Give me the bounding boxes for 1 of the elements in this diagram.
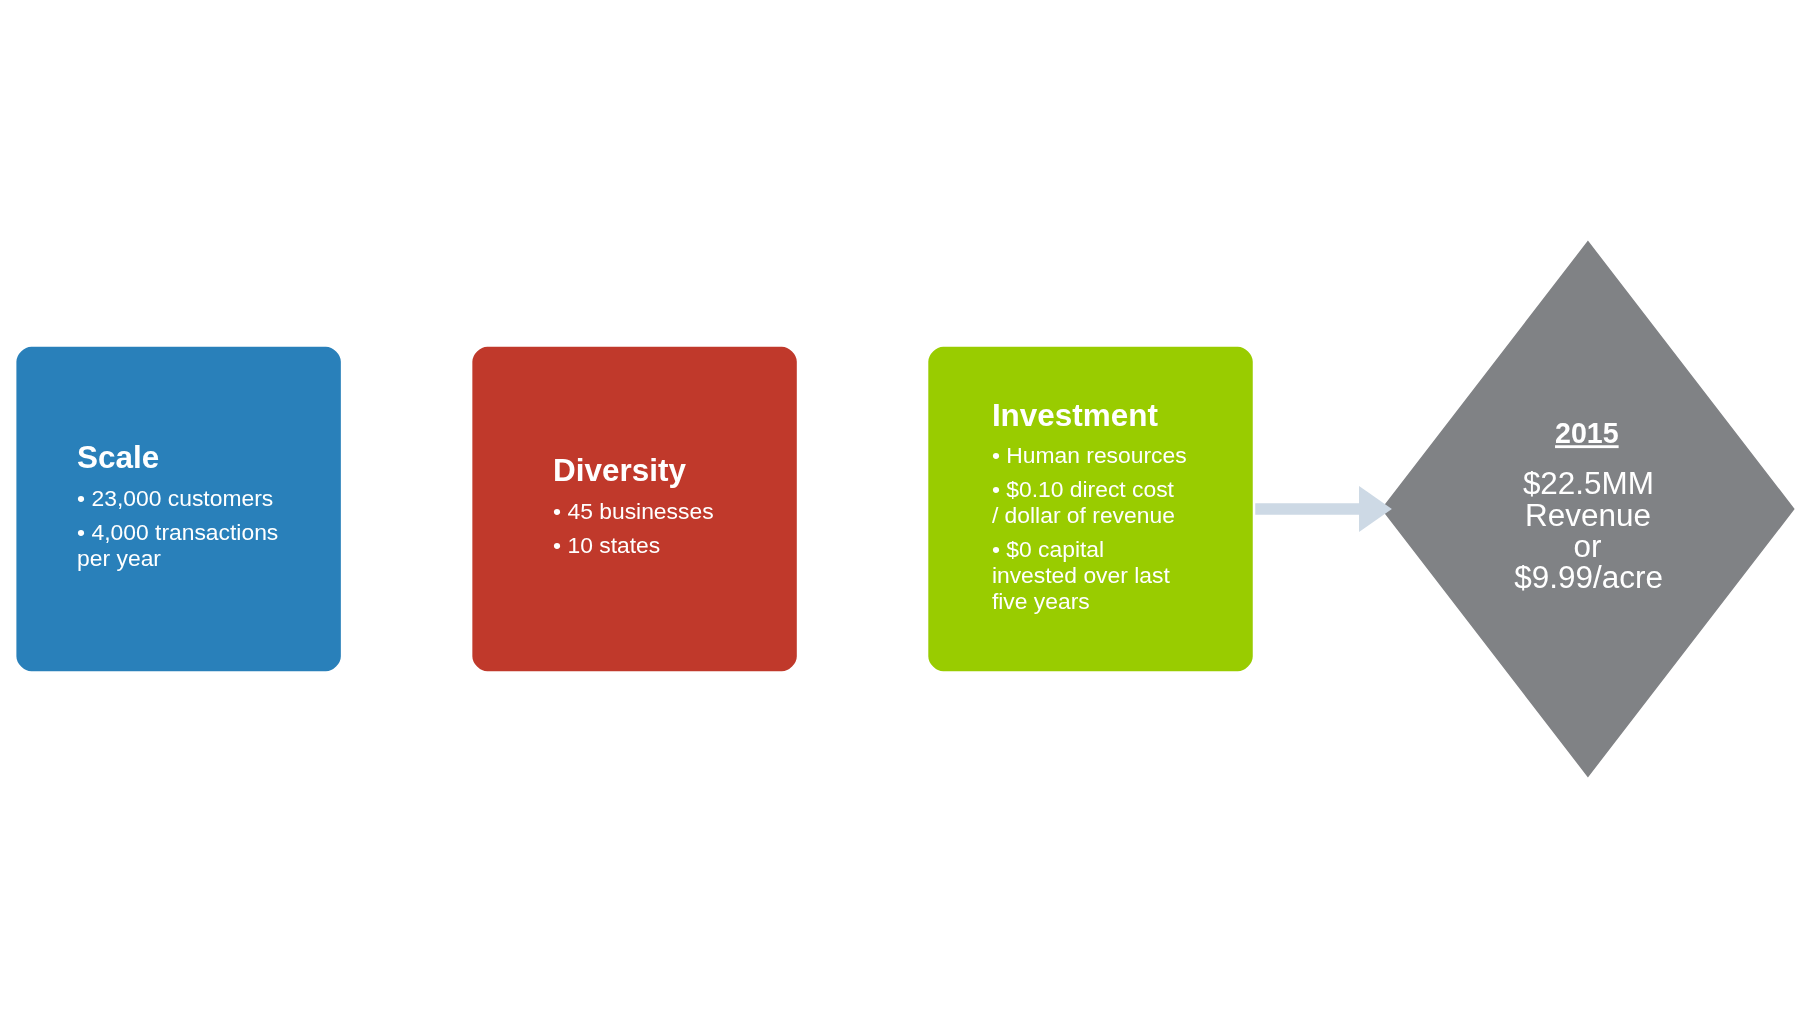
arrow	[1255, 486, 1392, 532]
